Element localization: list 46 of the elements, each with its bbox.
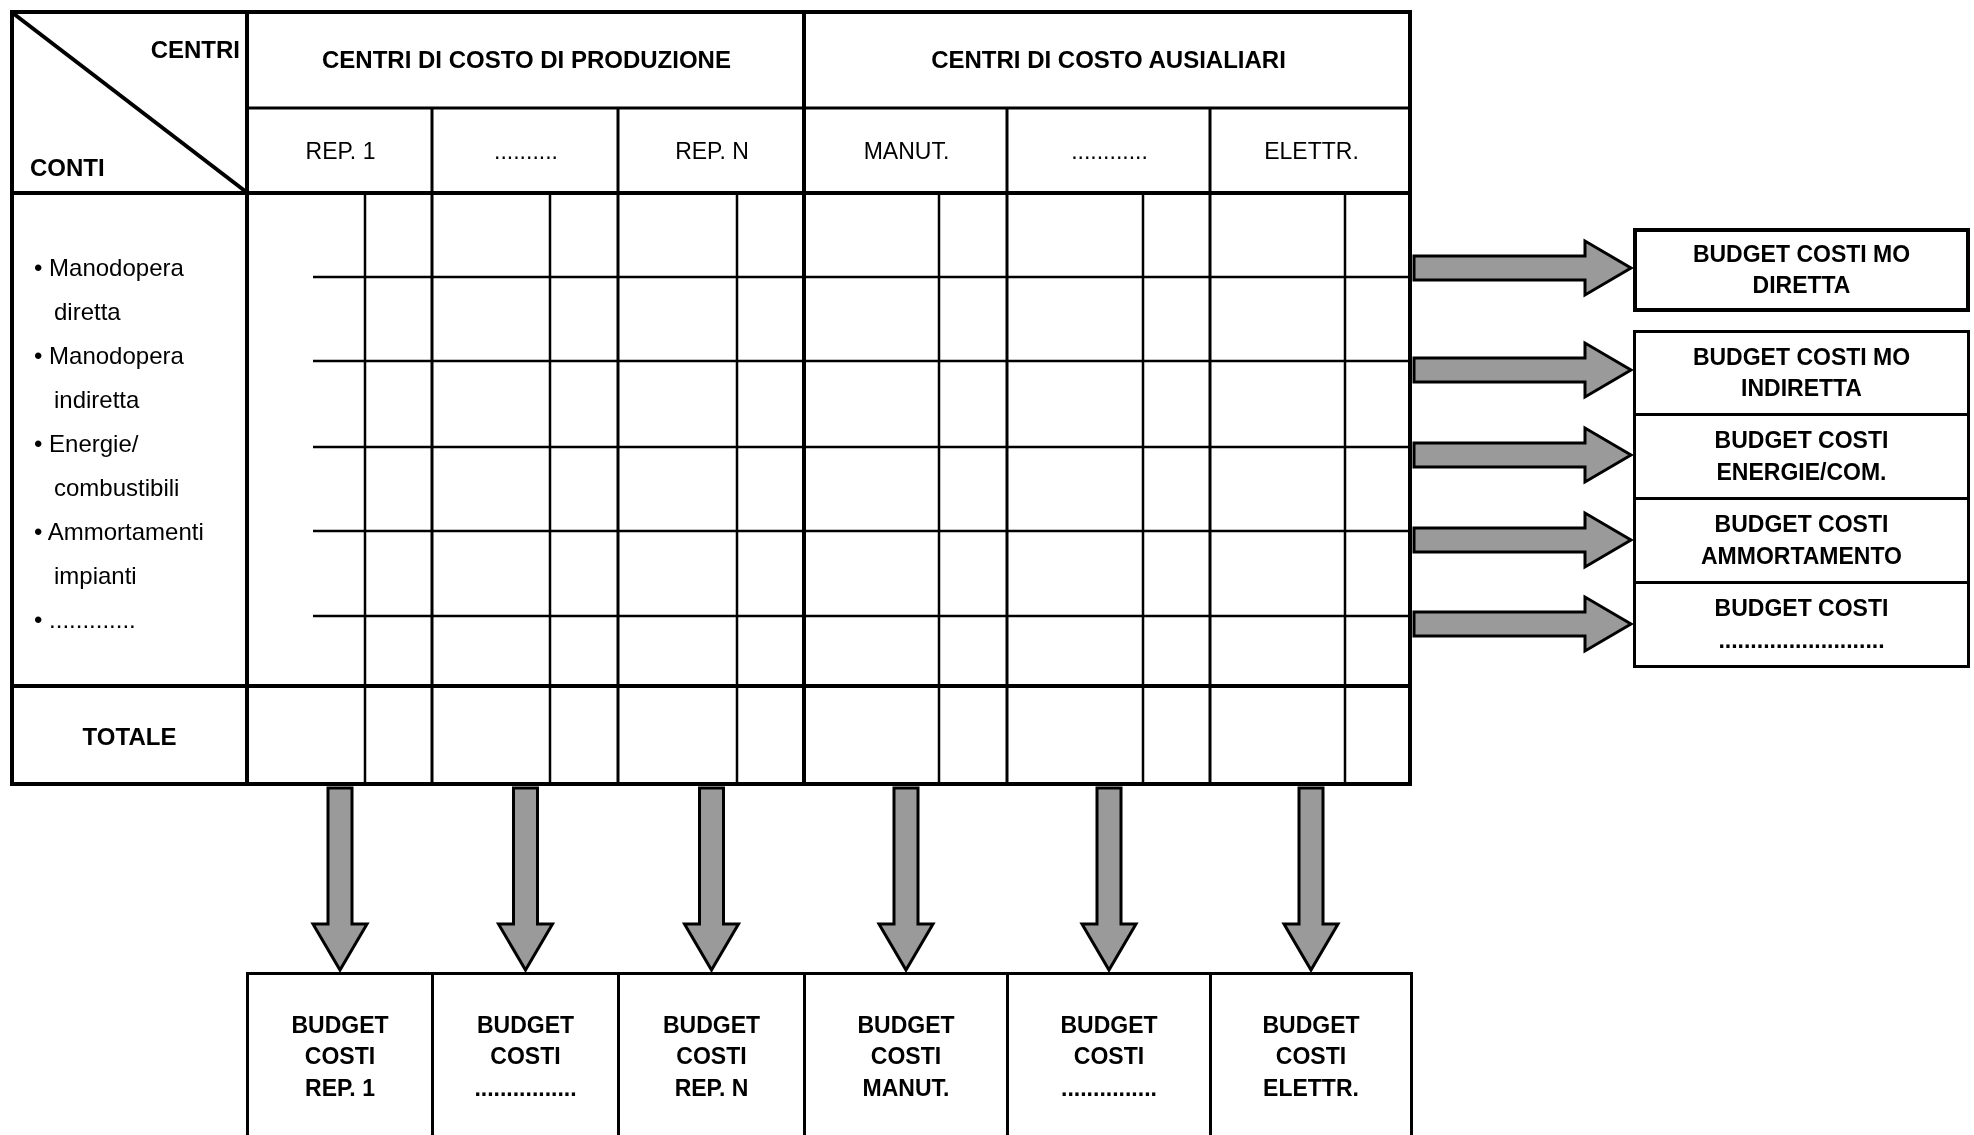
list-item: • Ammortamenti impianti (34, 517, 205, 591)
block-arrow (1412, 594, 1634, 654)
box-label: BUDGET COSTI AMMORTAMENTO (1700, 510, 1903, 571)
block-arrow (681, 786, 742, 973)
list-item: • Energie/ combustibili (34, 429, 181, 503)
header-label: CONTI (30, 152, 106, 183)
column-header: REP. 1 (304, 136, 377, 166)
budget-box (1633, 413, 1970, 500)
row-header: TOTALE (81, 722, 178, 752)
block-arrow (310, 786, 370, 973)
block-arrow (1412, 238, 1634, 298)
block-arrow (876, 786, 936, 973)
box-label: BUDGET COSTI MANUT. (856, 1011, 956, 1103)
box-label: BUDGET COSTI ELETTR. (1261, 1011, 1361, 1103)
box-label: BUDGET COSTI ................ (473, 1011, 578, 1103)
budget-box (1209, 972, 1413, 1135)
budget-box (246, 972, 434, 1135)
column-header: CENTRI DI COSTO DI PRODUZIONE (321, 44, 732, 75)
column-header: ELETTR. (1263, 136, 1360, 166)
box-label: BUDGET COSTI REP. 1 (290, 1011, 390, 1103)
block-arrow (1079, 786, 1139, 973)
column-header: .......... (493, 136, 559, 166)
box-label: BUDGET COSTI .......................... (1713, 594, 1890, 655)
cost-table (10, 10, 1412, 786)
budget-box (1633, 228, 1970, 312)
column-header: ............ (1070, 136, 1149, 166)
budget-box (1633, 497, 1970, 584)
block-arrow (495, 786, 556, 973)
block-arrow (1281, 786, 1341, 973)
box-label: BUDGET COSTI MO DIRETTA (1691, 239, 1912, 300)
column-header: MANUT. (862, 136, 951, 166)
box-label: BUDGET COSTI ............... (1059, 1011, 1159, 1103)
block-arrow (1412, 510, 1634, 570)
list-item: • Manodopera indiretta (34, 341, 185, 415)
column-header: CENTRI DI COSTO AUSIALIARI (930, 44, 1287, 75)
box-label: BUDGET COSTI MO INDIRETTA (1691, 342, 1912, 403)
list-item: • Manodopera diretta (34, 253, 185, 327)
budget-box (1633, 581, 1970, 668)
block-arrow (1412, 340, 1634, 400)
box-label: BUDGET COSTI REP. N (661, 1011, 762, 1103)
list-item: • ............. (34, 605, 137, 635)
block-arrow (1412, 425, 1634, 485)
column-header: REP. N (674, 136, 750, 166)
header-label: CENTRI (149, 35, 240, 65)
budget-box (1633, 330, 1970, 416)
box-label: BUDGET COSTI ENERGIE/COM. (1713, 426, 1890, 487)
